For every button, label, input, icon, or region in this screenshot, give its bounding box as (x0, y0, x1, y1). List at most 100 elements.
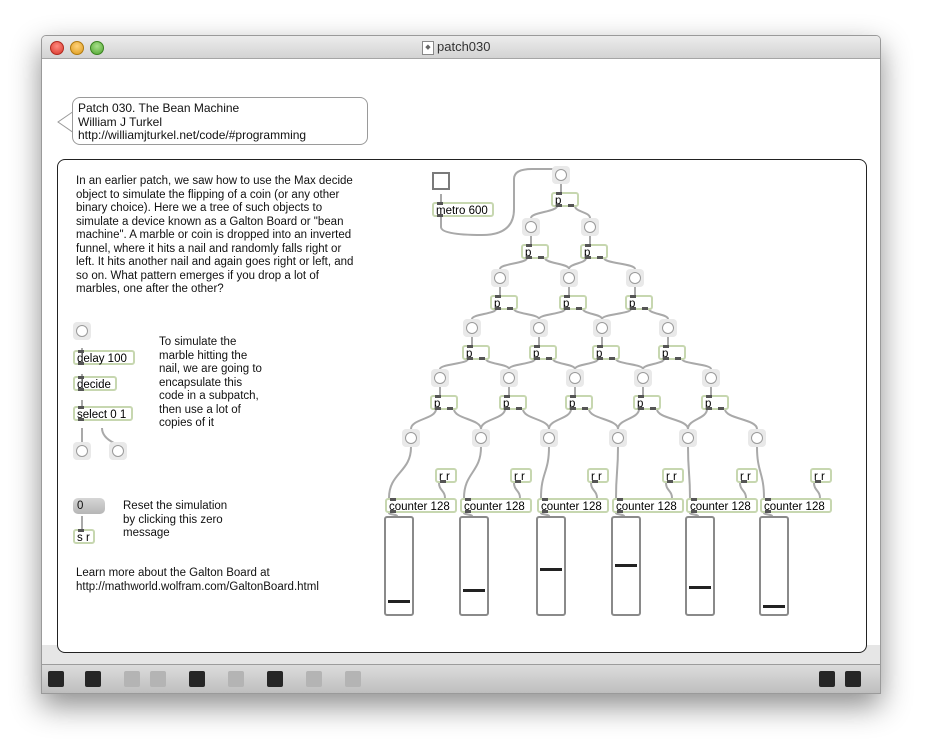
send-reset-object[interactable]: s r (73, 529, 95, 544)
tree-input-button[interactable] (522, 218, 540, 236)
counter-slider[interactable] (384, 516, 414, 616)
demo-input-button[interactable] (73, 322, 91, 340)
receive-reset-object[interactable]: r r (810, 468, 832, 483)
tree-input-button[interactable] (659, 319, 677, 337)
counter-label: counter 128 (690, 501, 751, 513)
toolbox-icon[interactable] (124, 671, 140, 687)
subpatch-object[interactable]: p (529, 345, 557, 360)
subpatch-label: p (705, 398, 712, 410)
clear-icon[interactable] (150, 671, 166, 687)
slider-knob[interactable] (689, 586, 711, 590)
subpatch-object[interactable]: p (490, 295, 518, 310)
tree-input-button[interactable] (626, 269, 644, 287)
zoom-window-button[interactable] (90, 41, 104, 55)
counter-slider[interactable] (685, 516, 715, 616)
tree-input-button[interactable] (463, 319, 481, 337)
bin-input-button[interactable] (609, 429, 627, 447)
single-view-icon[interactable] (845, 671, 861, 687)
tree-input-button[interactable] (566, 369, 584, 387)
decide-object[interactable]: decide (73, 376, 117, 391)
header-comment: Patch 030. The Bean Machine William J Tu… (72, 97, 368, 145)
bin-input-button[interactable] (402, 429, 420, 447)
demo-left-output-button[interactable] (73, 442, 91, 460)
delay-object[interactable]: delay 100 (73, 350, 135, 365)
subpatch-object[interactable]: p (625, 295, 653, 310)
bin-input-button[interactable] (748, 429, 766, 447)
debug-icon[interactable] (345, 671, 361, 687)
counter-object[interactable]: counter 128 (760, 498, 832, 513)
presentation-icon[interactable] (85, 671, 101, 687)
tree-input-button[interactable] (581, 218, 599, 236)
counter-object[interactable]: counter 128 (460, 498, 532, 513)
receive-reset-object[interactable]: r r (662, 468, 684, 483)
slider-knob[interactable] (388, 600, 410, 604)
counter-slider[interactable] (759, 516, 789, 616)
receive-reset-label: r r (740, 471, 751, 483)
bin-input-button[interactable] (540, 429, 558, 447)
close-window-button[interactable] (50, 41, 64, 55)
bin-input-button[interactable] (679, 429, 697, 447)
slider-knob[interactable] (615, 564, 637, 568)
zero-message[interactable]: 0 (73, 498, 105, 514)
demo-right-output-button[interactable] (109, 442, 127, 460)
subpatch-object[interactable]: p (580, 244, 608, 259)
tree-input-button[interactable] (431, 369, 449, 387)
metro-label: metro 600 (436, 205, 488, 217)
start-toggle[interactable] (432, 172, 450, 190)
subpatch-object[interactable]: p (633, 395, 661, 410)
receive-reset-object[interactable]: r r (587, 468, 609, 483)
subpatch-object[interactable]: p (551, 192, 579, 207)
reset-comment: Reset the simulation by clicking this ze… (123, 500, 228, 539)
subpatch-label: p (494, 298, 501, 310)
subpatch-object[interactable]: p (565, 395, 593, 410)
subpatch-object[interactable]: p (521, 244, 549, 259)
connect-icon[interactable] (267, 671, 283, 687)
grid-icon[interactable] (306, 671, 322, 687)
tree-input-button[interactable] (702, 369, 720, 387)
info-icon[interactable] (228, 671, 244, 687)
counter-object[interactable]: counter 128 (385, 498, 457, 513)
tree-input-button[interactable] (500, 369, 518, 387)
receive-reset-label: r r (666, 471, 677, 483)
counter-object[interactable]: counter 128 (612, 498, 684, 513)
subpatch-object[interactable]: p (499, 395, 527, 410)
subpatch-label: p (503, 398, 510, 410)
counter-object[interactable]: counter 128 (686, 498, 758, 513)
metro-object[interactable]: metro 600 (432, 202, 494, 217)
receive-reset-object[interactable]: r r (736, 468, 758, 483)
tree-input-button[interactable] (593, 319, 611, 337)
patch-canvas[interactable]: Patch 030. The Bean Machine William J Tu… (42, 59, 880, 653)
subpatch-object[interactable]: p (658, 345, 686, 360)
subpatch-object[interactable]: p (462, 345, 490, 360)
slider-knob[interactable] (763, 604, 785, 608)
subpatch-label: p (569, 398, 576, 410)
header-title: Patch 030. The Bean Machine (78, 101, 240, 115)
bin-input-button[interactable] (472, 429, 490, 447)
inspector-icon[interactable] (189, 671, 205, 687)
counter-object[interactable]: counter 128 (537, 498, 609, 513)
slider-knob[interactable] (463, 588, 485, 592)
tree-input-button[interactable] (634, 369, 652, 387)
subpatch-object[interactable]: p (430, 395, 458, 410)
receive-reset-label: r r (439, 471, 450, 483)
subpatch-object[interactable]: p (592, 345, 620, 360)
lock-icon[interactable] (48, 671, 64, 687)
tree-input-button[interactable] (560, 269, 578, 287)
receive-reset-object[interactable]: r r (435, 468, 457, 483)
tree-input-button[interactable] (530, 319, 548, 337)
counter-label: counter 128 (389, 501, 450, 513)
counter-slider[interactable] (611, 516, 641, 616)
receive-reset-object[interactable]: r r (510, 468, 532, 483)
document-icon: ◆ (422, 41, 434, 55)
subpatch-label: p (434, 398, 441, 410)
slider-knob[interactable] (540, 567, 562, 571)
subpatch-object[interactable]: p (701, 395, 729, 410)
select-object[interactable]: select 0 1 (73, 406, 133, 421)
split-view-icon[interactable] (819, 671, 835, 687)
minimize-window-button[interactable] (70, 41, 84, 55)
counter-slider[interactable] (459, 516, 489, 616)
tree-input-button[interactable] (552, 166, 570, 184)
counter-slider[interactable] (536, 516, 566, 616)
tree-input-button[interactable] (491, 269, 509, 287)
subpatch-object[interactable]: p (559, 295, 587, 310)
